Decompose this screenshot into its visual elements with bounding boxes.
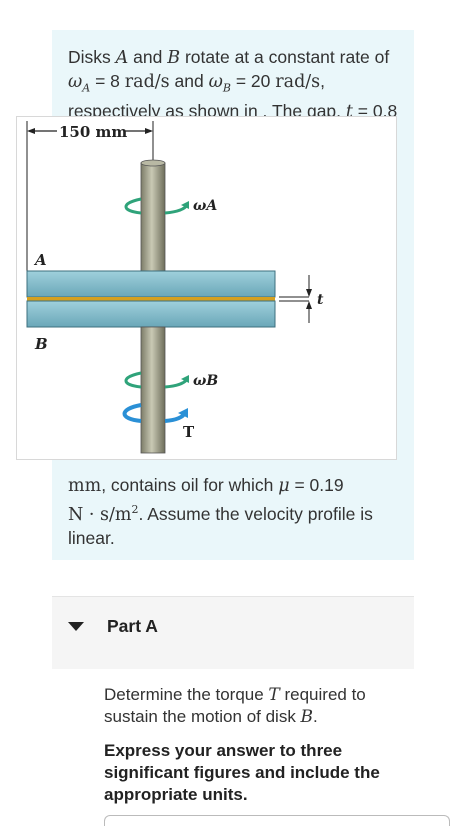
gap-label: t <box>317 292 324 308</box>
problem-statement-continued: mm, contains oil for which μ = 0.19 N · … <box>68 475 373 548</box>
omega-b-arrowhead <box>181 375 189 383</box>
upper-shaft <box>140 162 166 272</box>
torque-arrowhead <box>178 408 188 418</box>
part-a-label[interactable]: Part A <box>107 616 158 636</box>
gap-arrowhead-upper <box>306 289 312 297</box>
part-a-header[interactable] <box>52 596 414 669</box>
disk-a-label: A <box>33 251 47 269</box>
omega-a-arrowhead <box>181 201 189 209</box>
answer-instruction: Express your answer to three significant… <box>104 741 380 804</box>
dimension-label: 150 mm <box>59 123 127 141</box>
disk-diagram: 150 mm ωA t A B ωB T <box>26 121 324 454</box>
omega-a-label: ωA <box>193 198 217 214</box>
torque-label: T <box>183 423 195 441</box>
omega-b-label: ωB <box>193 373 218 389</box>
disk-a <box>26 270 276 298</box>
part-a-question: Determine the torque T required to susta… <box>104 685 366 727</box>
oil-layer <box>27 297 275 301</box>
lower-shaft <box>140 326 166 454</box>
disk-b <box>26 300 276 328</box>
upper-shaft-top <box>140 159 166 167</box>
problem-statement: Disks A and B rotate at a constant rate … <box>68 47 398 122</box>
disk-figure: 150 mm ωA t A B ωB T <box>16 116 397 460</box>
dimension-arrow-right <box>145 128 153 134</box>
collapse-caret-icon[interactable] <box>68 622 84 631</box>
dimension-arrow-left <box>27 128 35 134</box>
disk-b-label: B <box>34 335 48 353</box>
gap-arrowhead-lower <box>306 301 312 309</box>
